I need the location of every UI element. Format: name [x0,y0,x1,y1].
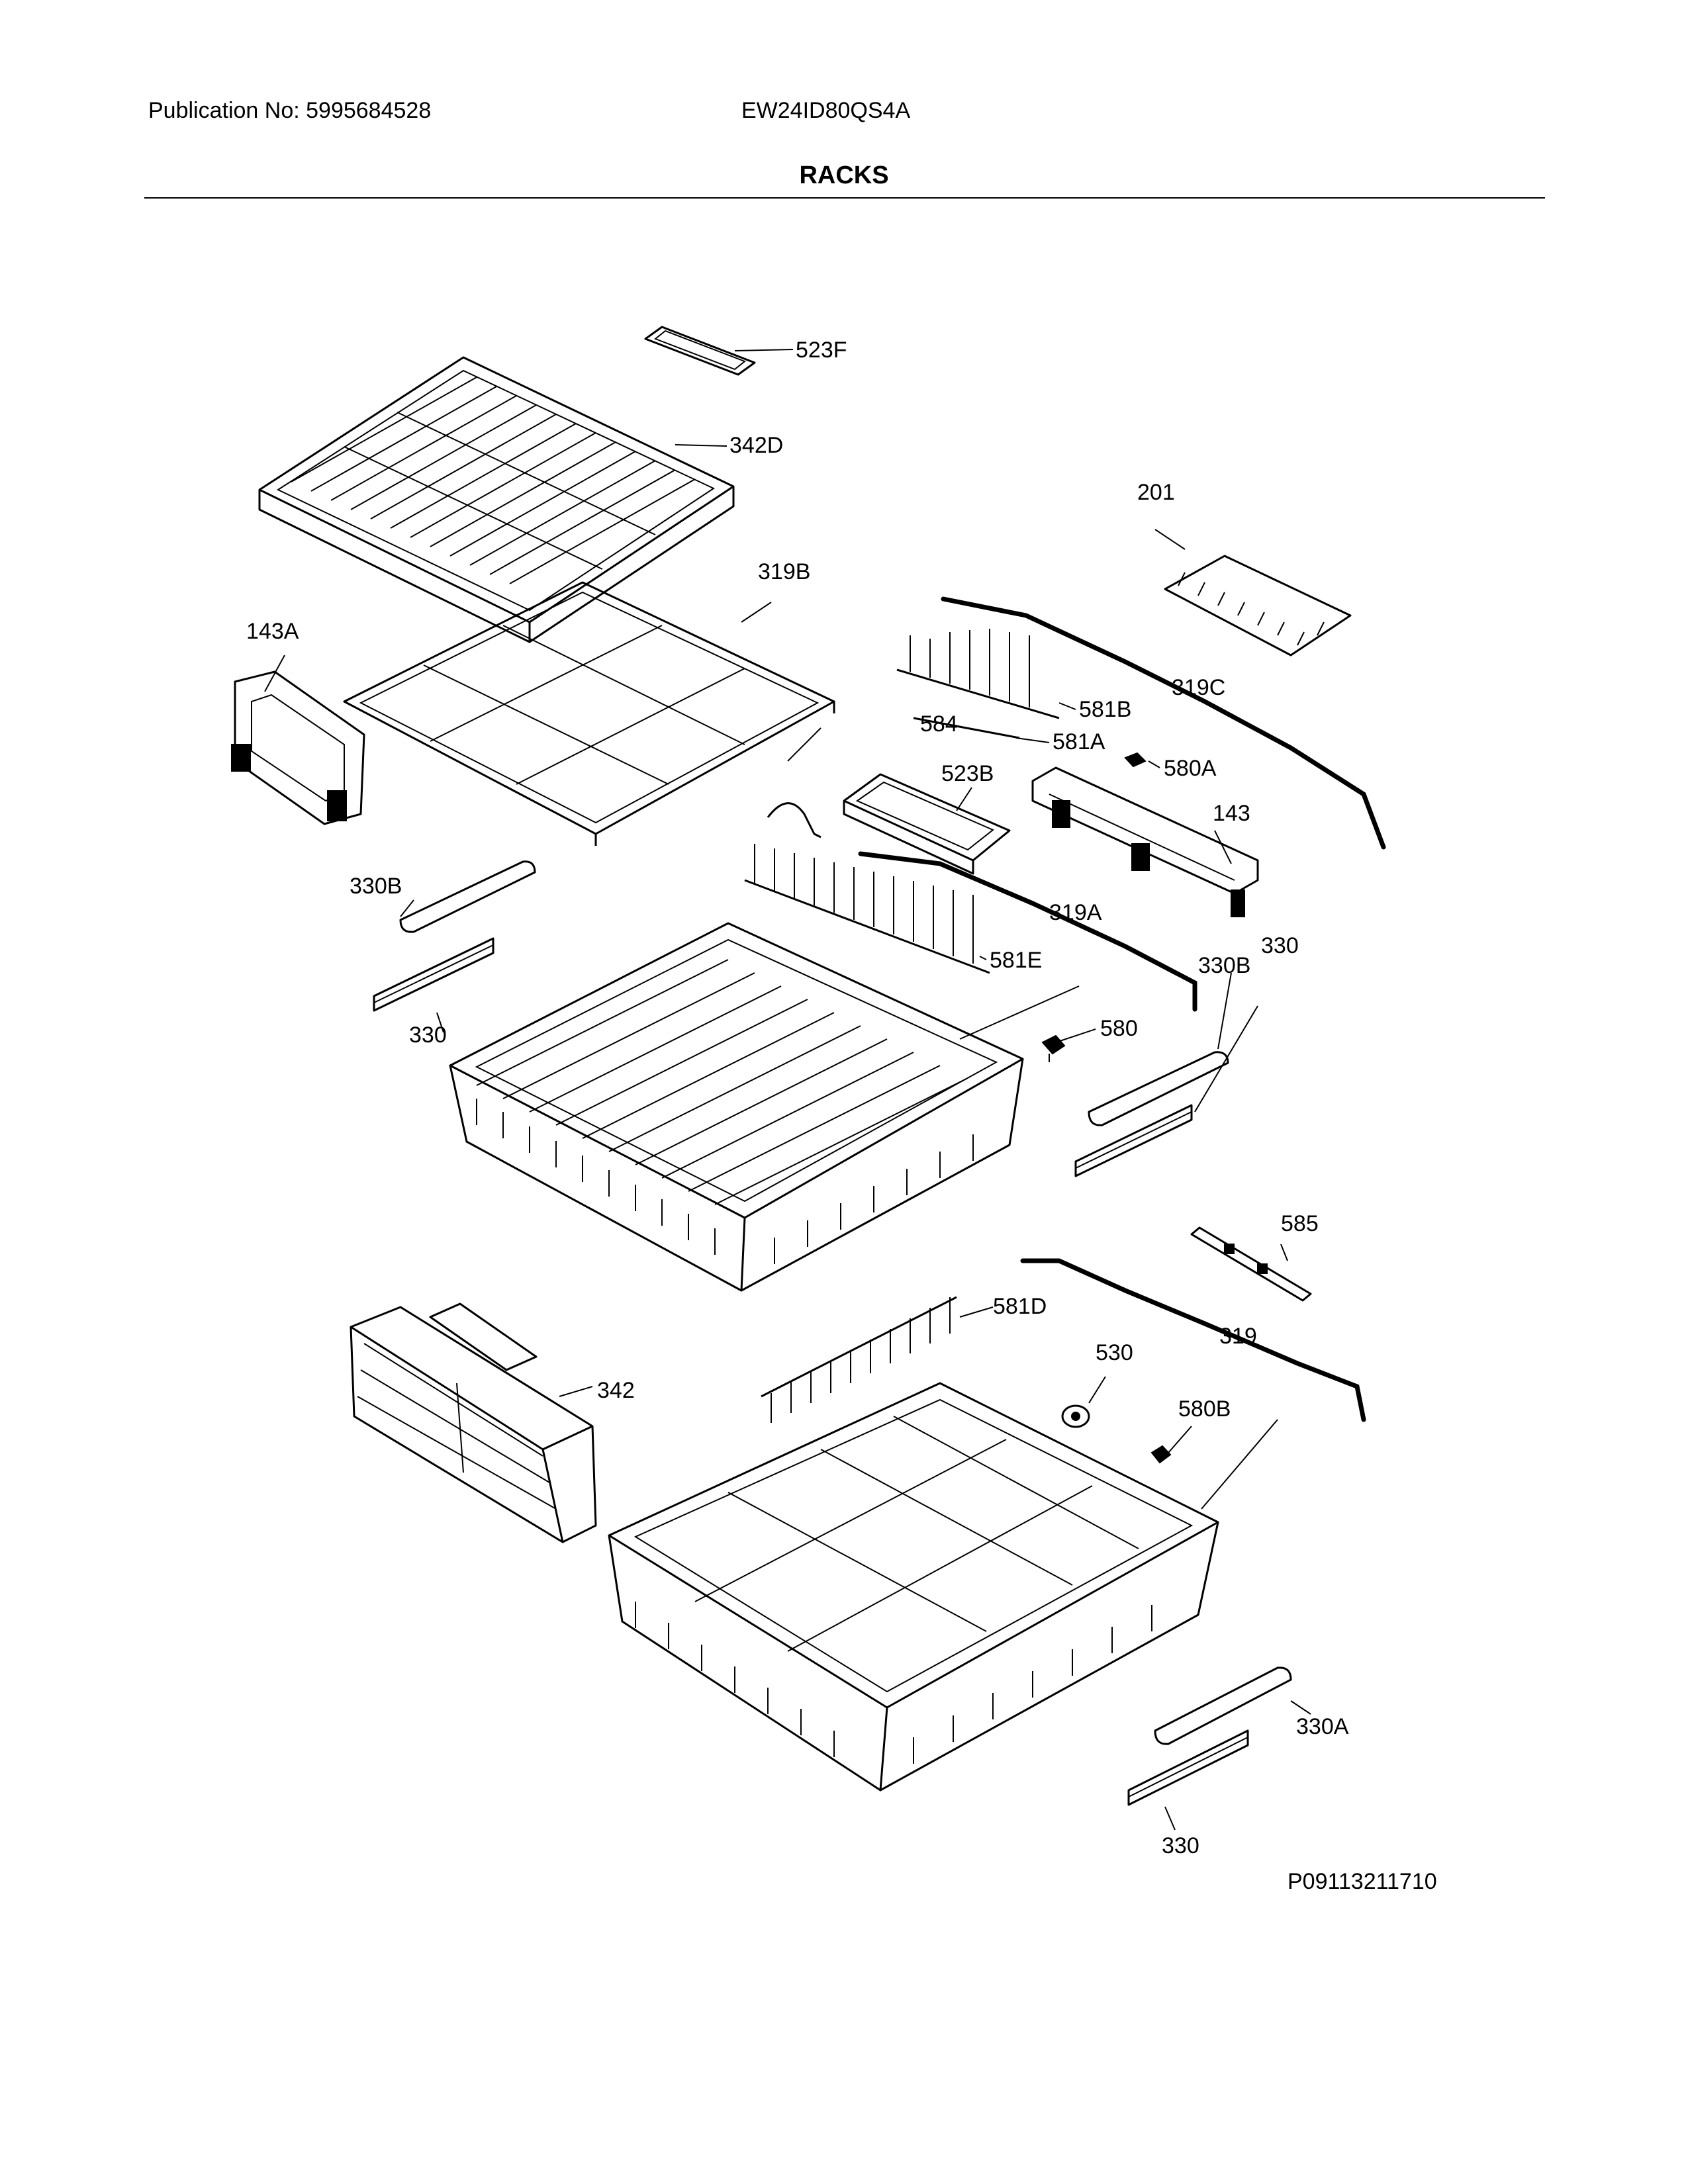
part-523B-holder [843,773,1011,875]
label-319B: 319B [758,559,810,584]
part-330A-cover [1154,1666,1292,1745]
leader-lines [264,349,1311,1831]
label-580B: 580B [1178,1396,1231,1422]
part-319C-rail [941,596,1386,850]
label-530: 530 [1096,1340,1133,1365]
part-143A-end-cap [231,670,365,825]
part-330B-cover-right [1088,1051,1229,1126]
label-342: 342 [597,1378,635,1403]
part-581D-tine-row [761,1296,957,1423]
label-585: 585 [1281,1211,1319,1236]
label-330-bottom: 330 [1162,1833,1199,1858]
label-580: 580 [1100,1016,1138,1041]
label-581D: 581D [993,1294,1047,1319]
part-lower-rack [608,1382,1219,1792]
part-319A-rail [858,851,1197,1012]
part-580A-stop [1124,752,1147,768]
part-330-cover-right [1074,1104,1193,1177]
part-580-stop [1041,1034,1066,1062]
label-330A: 330A [1296,1714,1349,1739]
part-319B-rail-frame [343,581,835,846]
label-201: 201 [1137,480,1175,505]
part-523F-handle [644,326,756,376]
part-585 [1190,1226,1312,1302]
label-523F: 523F [796,338,847,363]
model-number: EW24ID80QS4A [741,98,911,123]
label-143: 143 [1213,801,1250,826]
label-330B-left: 330B [350,874,402,899]
label-330-left: 330 [409,1023,447,1048]
label-342D: 342D [729,433,783,458]
part-330-cover-left [373,937,494,1012]
label-143A: 143A [246,619,299,644]
section-title: RACKS [799,161,889,189]
part-143-end-cap [1031,766,1259,917]
label-319C: 319C [1172,675,1225,700]
part-330-cover-bottom [1127,1729,1249,1806]
part-342-cutlery-basket [350,1302,597,1543]
label-319A: 319A [1049,900,1102,925]
diagram-reference-number: P09113211710 [1288,1869,1437,1894]
header-rule [144,197,1545,199]
label-584: 584 [920,711,958,737]
part-319-rail [1020,1258,1366,1422]
label-319: 319 [1219,1324,1257,1349]
part-581B-tine-row [896,629,1060,739]
part-584-clip [767,802,821,839]
part-580B-stop [1150,1445,1172,1464]
part-530-wheel [1061,1404,1090,1428]
label-581B: 581B [1079,697,1131,722]
part-labels: 523F 342D 201 319B 143A 319C 581B 584 58… [246,338,1349,1858]
part-581E-tine-row [744,844,990,974]
part-201-tines [1164,555,1352,657]
part-upper-rack [449,922,1024,1292]
label-330-right: 330 [1261,933,1299,958]
part-342D-tray [258,356,735,643]
label-330B-right: 330B [1198,953,1250,978]
part-330B-cover-left [399,860,536,933]
label-523B: 523B [941,761,994,786]
label-581E: 581E [990,948,1042,973]
publication-number: Publication No: 5995684528 [148,98,432,123]
label-581A: 581A [1053,729,1105,754]
label-580A: 580A [1164,756,1217,781]
